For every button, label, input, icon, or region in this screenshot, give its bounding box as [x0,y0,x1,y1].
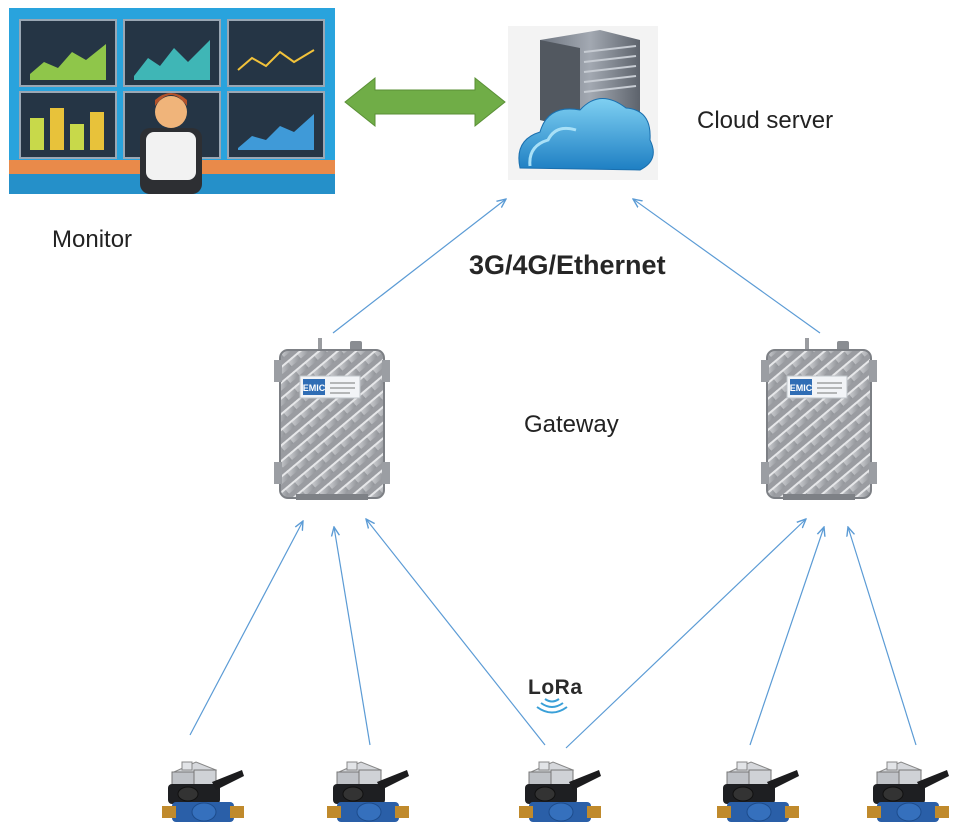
bidirectional-arrow [344,76,506,128]
lora-label: LoRa [528,676,583,699]
monitoring-station-icon [9,8,335,194]
uplink-arrow-left [332,199,506,334]
cloud-server-icon [508,26,658,180]
water-meter-icon [716,761,800,823]
network-label: 3G/4G/Ethernet [469,250,666,280]
water-meter-icon [326,761,410,823]
gateway-label: Gateway [524,411,619,438]
lora-arrow [848,527,917,746]
lora-signal-icon [536,698,568,714]
lora-arrow [749,527,824,746]
lora-arrow [189,521,303,736]
gateway-device-icon [273,337,391,501]
connector-arrows [189,199,917,749]
lora-arrow [366,519,546,746]
uplink-arrow-right [633,199,821,334]
cloud-server-label: Cloud server [697,107,834,134]
water-meter-icon [161,761,245,823]
water-meter-icon [866,761,950,823]
water-meter-icon [518,761,602,823]
lora-arrow [334,527,371,746]
gateway-device-icon [760,337,878,501]
gateway-badge-brand: EMIC [790,383,813,393]
gateway-badge-brand: EMIC [303,383,326,393]
lora-arrow [565,519,806,749]
monitor-label: Monitor [52,226,133,253]
